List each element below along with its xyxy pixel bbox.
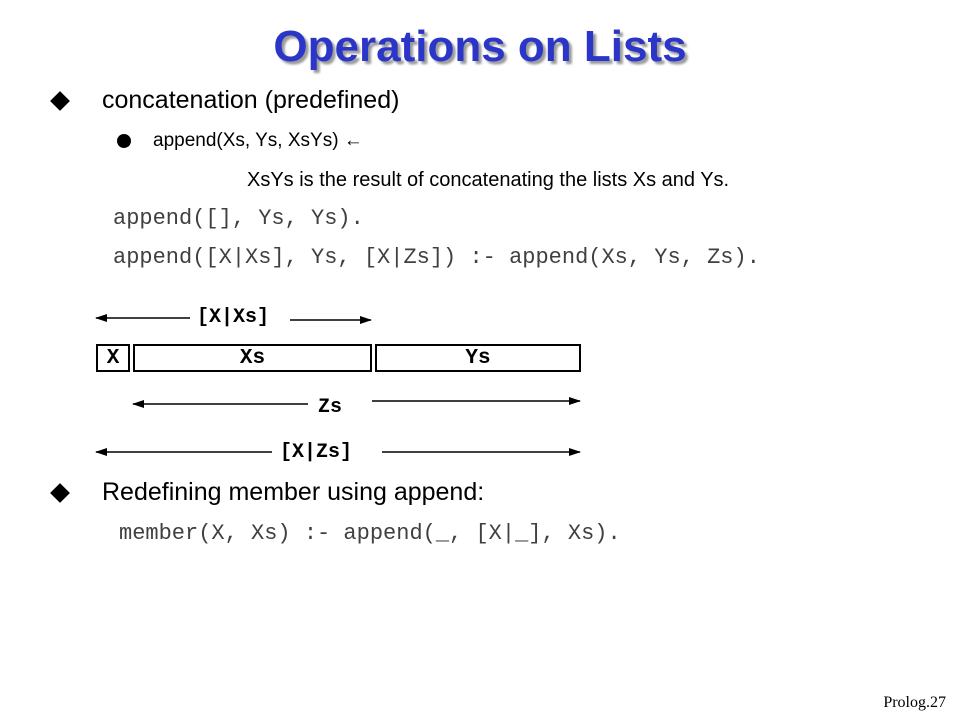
slide-number: Prolog.27 [883, 694, 946, 711]
code-append-recursive: append([X|Xs], Ys, [X|Zs]) :- append(Xs,… [113, 245, 760, 270]
bullet-redefining-member: Redefining member using append: [102, 478, 485, 506]
code-append-base: append([], Ys, Ys). [113, 206, 364, 231]
round-bullet-icon [117, 134, 131, 148]
sub-bullet-append: append(Xs, Ys, XsYs) ← [153, 130, 363, 151]
bullet-concatenation: concatenation (predefined) [102, 86, 400, 114]
slide-title: Operations on Lists [273, 22, 687, 71]
label-x-zs: [X|Zs] [280, 441, 353, 464]
label-x-xs: [X|Xs] [197, 306, 270, 329]
box-x: X [96, 344, 130, 372]
code-member: member(X, Xs) :- append(_, [X|_], Xs). [119, 521, 621, 546]
box-ys: Ys [375, 344, 581, 372]
append-description: XsYs is the result of concatenating the … [247, 169, 730, 191]
box-xs: Xs [133, 344, 372, 372]
label-zs: Zs [318, 396, 343, 419]
